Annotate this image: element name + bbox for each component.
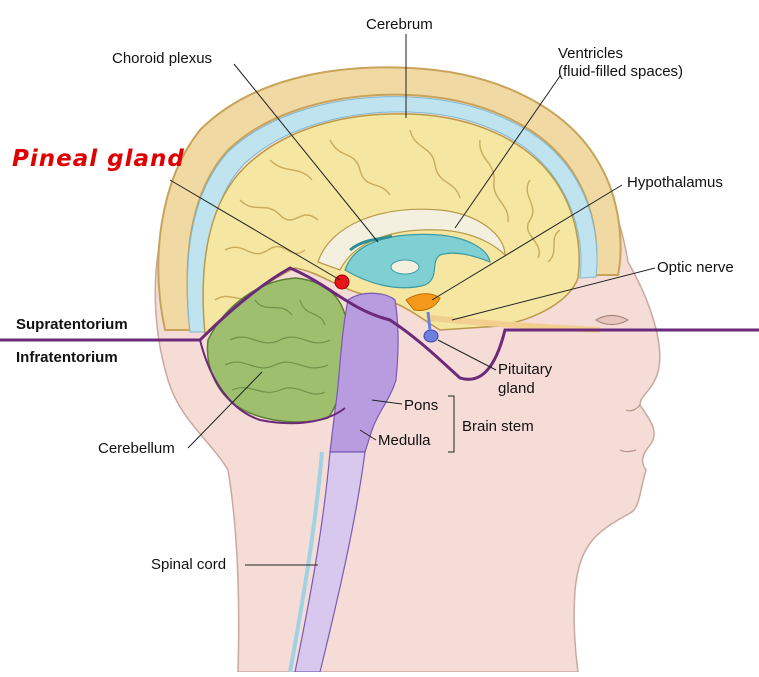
eye [595,315,629,325]
label-ventricles-line2: (fluid-filled spaces) [558,63,684,80]
label-cerebellum: Cerebellum [98,440,175,457]
label-cerebrum: Cerebrum [366,16,433,33]
spinal-csf [288,451,324,673]
brain-stem [329,292,399,453]
tentorium-line [0,266,759,381]
csf-layer [186,96,598,333]
pineal-gland-dot [334,274,350,290]
cerebellum-folia [224,299,331,395]
tentorium-lower [199,339,346,425]
thalamus [390,259,420,275]
label-medulla: Medulla [378,432,431,449]
choroid-plexus [349,234,393,252]
label-choroid-plexus: Choroid plexus [112,50,213,67]
ventricle [344,233,491,289]
pituitary-gland [423,329,439,343]
label-spinal-cord: Spinal cord [151,556,227,573]
leader-lines [169,34,656,566]
label-infratentorium: Infratentorium [16,349,118,366]
label-pituitary-line1: Pituitary [498,361,553,378]
label-pituitary-line2: gland [498,380,535,397]
label-ventricles-line1: Ventricles [558,45,624,62]
label-pons: Pons [404,397,439,414]
label-hypothalamus: Hypothalamus [627,174,723,191]
pituitary-stalk [426,311,432,331]
label-supratentorium: Supratentorium [16,316,128,333]
skull [157,66,622,331]
lips [619,449,637,453]
label-brain-stem: Brain stem [462,418,534,435]
nostril [625,404,641,412]
label-optic-nerve: Optic nerve [657,259,734,276]
hypothalamus [405,293,441,311]
corpus-callosum [317,208,506,271]
label-pineal-gland: Pineal gland [12,146,185,172]
